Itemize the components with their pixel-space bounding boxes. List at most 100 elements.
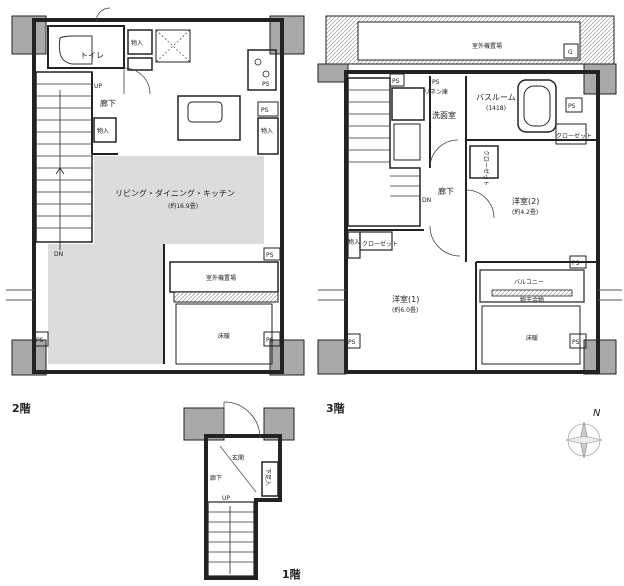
ps-box bbox=[263, 247, 281, 261]
storage-label: 物入 bbox=[97, 127, 109, 135]
toilet-room bbox=[47, 25, 125, 69]
closet-box bbox=[555, 123, 587, 145]
ps-label: PS bbox=[266, 337, 274, 344]
shoe-cabinet bbox=[261, 461, 279, 497]
column bbox=[11, 339, 47, 376]
ps-label: PS bbox=[36, 337, 44, 344]
ps-label: PS bbox=[261, 107, 269, 114]
room-label-hall: 廊下 bbox=[210, 474, 222, 482]
ps-box bbox=[257, 101, 279, 117]
room-label-bathroom: バスルーム bbox=[476, 93, 516, 102]
room-label-hall: 廊下 bbox=[100, 98, 116, 108]
ps-box bbox=[569, 255, 587, 269]
balcony-rail bbox=[173, 291, 279, 303]
room-label-window: 床暖 bbox=[218, 332, 230, 340]
balcony-area bbox=[479, 269, 585, 303]
compass-icon: N bbox=[565, 408, 603, 459]
storage-label: 物入 bbox=[348, 238, 360, 246]
room-label-window: 床暖 bbox=[526, 334, 538, 342]
kitchen-island bbox=[177, 95, 241, 141]
storage-box bbox=[93, 117, 117, 143]
storage-label: 物入 bbox=[261, 127, 273, 135]
ps-box bbox=[565, 97, 583, 113]
ps-label: PS bbox=[266, 252, 274, 259]
column bbox=[317, 63, 349, 83]
column bbox=[269, 339, 305, 376]
linen-closet bbox=[391, 87, 425, 121]
stairs-up-label: UP bbox=[94, 83, 102, 90]
window-panel bbox=[175, 303, 273, 365]
room-area-ldk: (約16.9畳) bbox=[168, 202, 198, 210]
bathtub bbox=[517, 79, 557, 133]
door-swing bbox=[429, 225, 461, 257]
ps-label: PS bbox=[262, 81, 270, 88]
ldk-floor bbox=[48, 156, 264, 364]
room-label-washroom: 洗面室 bbox=[432, 110, 456, 120]
ps-label: PS bbox=[392, 78, 400, 85]
door-swing bbox=[429, 139, 459, 169]
ps-box bbox=[569, 333, 587, 349]
entrance-door bbox=[223, 401, 261, 439]
floor-3-plan: 室外機置場 G リネン庫 洗面室 バスルーム (1418) クローゼット クロー… bbox=[317, 15, 622, 415]
ps-label: PS bbox=[348, 339, 356, 346]
stairs-f1 bbox=[207, 501, 255, 577]
g-box bbox=[563, 43, 579, 59]
room-label-entrance: 玄関 bbox=[232, 454, 244, 462]
closet-label: クローゼット bbox=[362, 240, 398, 248]
closet-label: クローゼット bbox=[482, 150, 490, 186]
kitchen-counter bbox=[247, 49, 277, 91]
room-label-toilet: トイレ bbox=[80, 51, 104, 60]
window-panel bbox=[481, 305, 581, 365]
storage-box bbox=[127, 57, 153, 71]
compass-north-label: N bbox=[593, 408, 601, 419]
ps-label: PS bbox=[572, 339, 580, 346]
room-label-laundry: 物干金物 bbox=[520, 296, 544, 304]
floor-label-3: 3階 bbox=[326, 401, 345, 415]
column bbox=[269, 15, 305, 55]
floor-1-plan: 玄関 廊下 下足入 UP 1階 bbox=[183, 401, 301, 581]
stairs-up-label: UP bbox=[222, 495, 230, 502]
room-label-linen: リネン庫 bbox=[424, 88, 448, 96]
storage-box bbox=[347, 231, 361, 259]
storage-label: 物入 bbox=[131, 39, 143, 47]
shoe-cabinet-label: 下足入 bbox=[264, 468, 271, 486]
outer-wall bbox=[204, 434, 282, 580]
stairs-dn-label: DN bbox=[422, 197, 431, 204]
stairs-f2 bbox=[35, 71, 93, 250]
stairs-dn-label: DN bbox=[54, 251, 63, 258]
closet-label: クローゼット bbox=[556, 132, 592, 140]
room-label-outdoor-unit: 室外機置場 bbox=[206, 274, 236, 282]
room-bath-size: (1418) bbox=[486, 105, 506, 112]
floor-2-plan: トイレ 廊下 物入 物入 物入 リビング・ダイニング・キッチン (約16.9畳)… bbox=[6, 7, 305, 415]
door-swing bbox=[123, 67, 151, 95]
room-label-bedroom1: 洋室(1) bbox=[392, 294, 419, 304]
room-label-ldk: リビング・ダイニング・キッチン bbox=[115, 188, 235, 198]
door-swing bbox=[95, 7, 111, 23]
column bbox=[11, 15, 47, 55]
stairs-f3 bbox=[347, 77, 421, 227]
room-label-balcony: バルコニー bbox=[514, 279, 544, 286]
closet-box bbox=[469, 145, 499, 179]
outer-wall bbox=[32, 18, 284, 374]
room-label-bedroom2: 洋室(2) bbox=[512, 196, 539, 206]
floor-label-2: 2階 bbox=[12, 401, 31, 415]
ps-label: PS bbox=[568, 103, 576, 110]
room-area-bedroom1: (約6.0畳) bbox=[392, 306, 418, 314]
floor-label-1: 1階 bbox=[282, 567, 301, 581]
outer-wall bbox=[344, 70, 600, 374]
room-label-hall: 廊下 bbox=[438, 186, 454, 196]
ps-box bbox=[389, 73, 405, 87]
column bbox=[317, 339, 347, 375]
void-box bbox=[155, 29, 191, 63]
room-area-bedroom2: (約4.2畳) bbox=[512, 208, 538, 216]
room-label-outdoor-unit: 室外機置場 bbox=[472, 42, 502, 50]
storage-box bbox=[257, 117, 279, 155]
storage-box bbox=[127, 29, 153, 55]
g-label: G bbox=[568, 49, 573, 56]
ps-box bbox=[33, 331, 49, 347]
door-swing bbox=[465, 189, 495, 219]
ps-box bbox=[345, 333, 361, 349]
ps-label: PS bbox=[432, 79, 440, 86]
ps-label: PS bbox=[572, 260, 580, 267]
